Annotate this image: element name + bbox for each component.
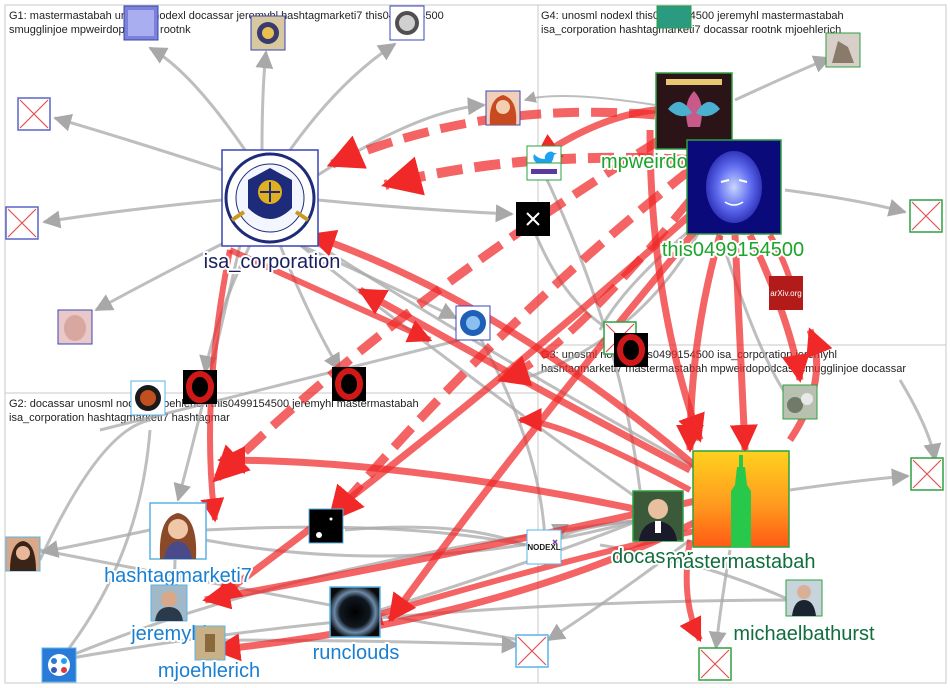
edge xyxy=(290,44,395,150)
runclouds-node[interactable] xyxy=(330,587,380,637)
this0499154500-node[interactable] xyxy=(687,140,781,234)
avatar-node[interactable] xyxy=(486,91,520,125)
missing-image-icon[interactable] xyxy=(699,648,731,680)
unosml-logo-node[interactable] xyxy=(614,333,648,367)
hashtag-logo-node[interactable] xyxy=(527,163,561,180)
edge xyxy=(220,460,640,510)
mastermastabah-node[interactable] xyxy=(693,451,789,547)
arxiv-node[interactable]: arXiv.org xyxy=(769,276,803,310)
avatar-node[interactable] xyxy=(124,6,158,40)
edge xyxy=(150,48,245,150)
node-label-mastermastabah: mastermastabah xyxy=(667,551,816,573)
group-caption-g1-line2: smugglinjoe mpweirdopodcast rootnk xyxy=(9,24,191,36)
avatar-node[interactable] xyxy=(131,381,165,415)
node-label-this0499154500: this0499154500 xyxy=(662,239,804,261)
node-label-mjoehlerich: mjoehlerich xyxy=(158,660,260,682)
missing-image-icon[interactable] xyxy=(516,635,548,667)
mjoehlerich-node[interactable] xyxy=(195,626,225,660)
edge xyxy=(40,420,150,560)
group-caption-g4-line1: G4: unosml nodexl this0499154500 jeremyh… xyxy=(541,10,844,22)
edge xyxy=(42,530,150,552)
jeremyhl-node[interactable] xyxy=(151,585,187,621)
group-caption-g1-line1: G1: mastermastabah unosml nodexl docassa… xyxy=(9,10,444,22)
edge xyxy=(55,118,222,170)
avatar-node[interactable] xyxy=(783,385,817,419)
avatar-node[interactable] xyxy=(390,6,424,40)
science-logo-node[interactable] xyxy=(456,306,490,340)
missing-image-icon[interactable] xyxy=(18,98,50,130)
nodexl-node[interactable]: NODEXL xyxy=(527,530,561,564)
missing-image-icon[interactable] xyxy=(911,458,943,490)
node-label-runclouds: runclouds xyxy=(313,642,400,664)
nodexl-text: NODEXL xyxy=(527,543,560,552)
edge xyxy=(318,200,512,214)
edge xyxy=(735,235,745,450)
node-label-hashtagmarketi7: hashtagmarketi7 xyxy=(104,565,252,587)
missing-image-icon[interactable] xyxy=(910,200,942,232)
avatar-node[interactable] xyxy=(657,6,691,28)
edge xyxy=(44,200,222,222)
group-caption-g3-line2: hashtagmarketi7 mastermastabah mpweirdop… xyxy=(541,363,906,375)
edge xyxy=(262,52,266,150)
unosml-logo-node[interactable] xyxy=(332,367,366,401)
edge xyxy=(735,58,830,100)
node-label-isa-corporation: isa_corporation xyxy=(204,251,341,273)
mpweirdopodcast-node[interactable] xyxy=(656,73,732,149)
edge xyxy=(900,380,935,460)
missing-image-icon[interactable] xyxy=(6,207,38,239)
edge xyxy=(525,96,655,105)
docassar-node[interactable] xyxy=(633,491,683,541)
edge xyxy=(785,190,905,212)
michaelbathurst-node[interactable] xyxy=(786,580,822,616)
isa-corporation-node[interactable] xyxy=(222,150,318,246)
social-icons-node[interactable] xyxy=(42,648,76,682)
x-logo-node[interactable] xyxy=(516,202,550,236)
avatar-node[interactable] xyxy=(58,310,92,344)
unosml-logo-node[interactable] xyxy=(183,370,217,404)
avatar-node[interactable] xyxy=(826,33,860,67)
hashtagmarketi7-node[interactable] xyxy=(150,503,206,559)
avatar-node[interactable] xyxy=(6,537,40,571)
arxiv-text: arXiv.org xyxy=(770,289,801,298)
edge xyxy=(318,105,484,175)
edge xyxy=(790,476,908,490)
avatar-node[interactable] xyxy=(309,509,343,543)
node-label-michaelbathurst: michaelbathurst xyxy=(733,623,875,645)
avatar-node[interactable] xyxy=(251,16,285,50)
